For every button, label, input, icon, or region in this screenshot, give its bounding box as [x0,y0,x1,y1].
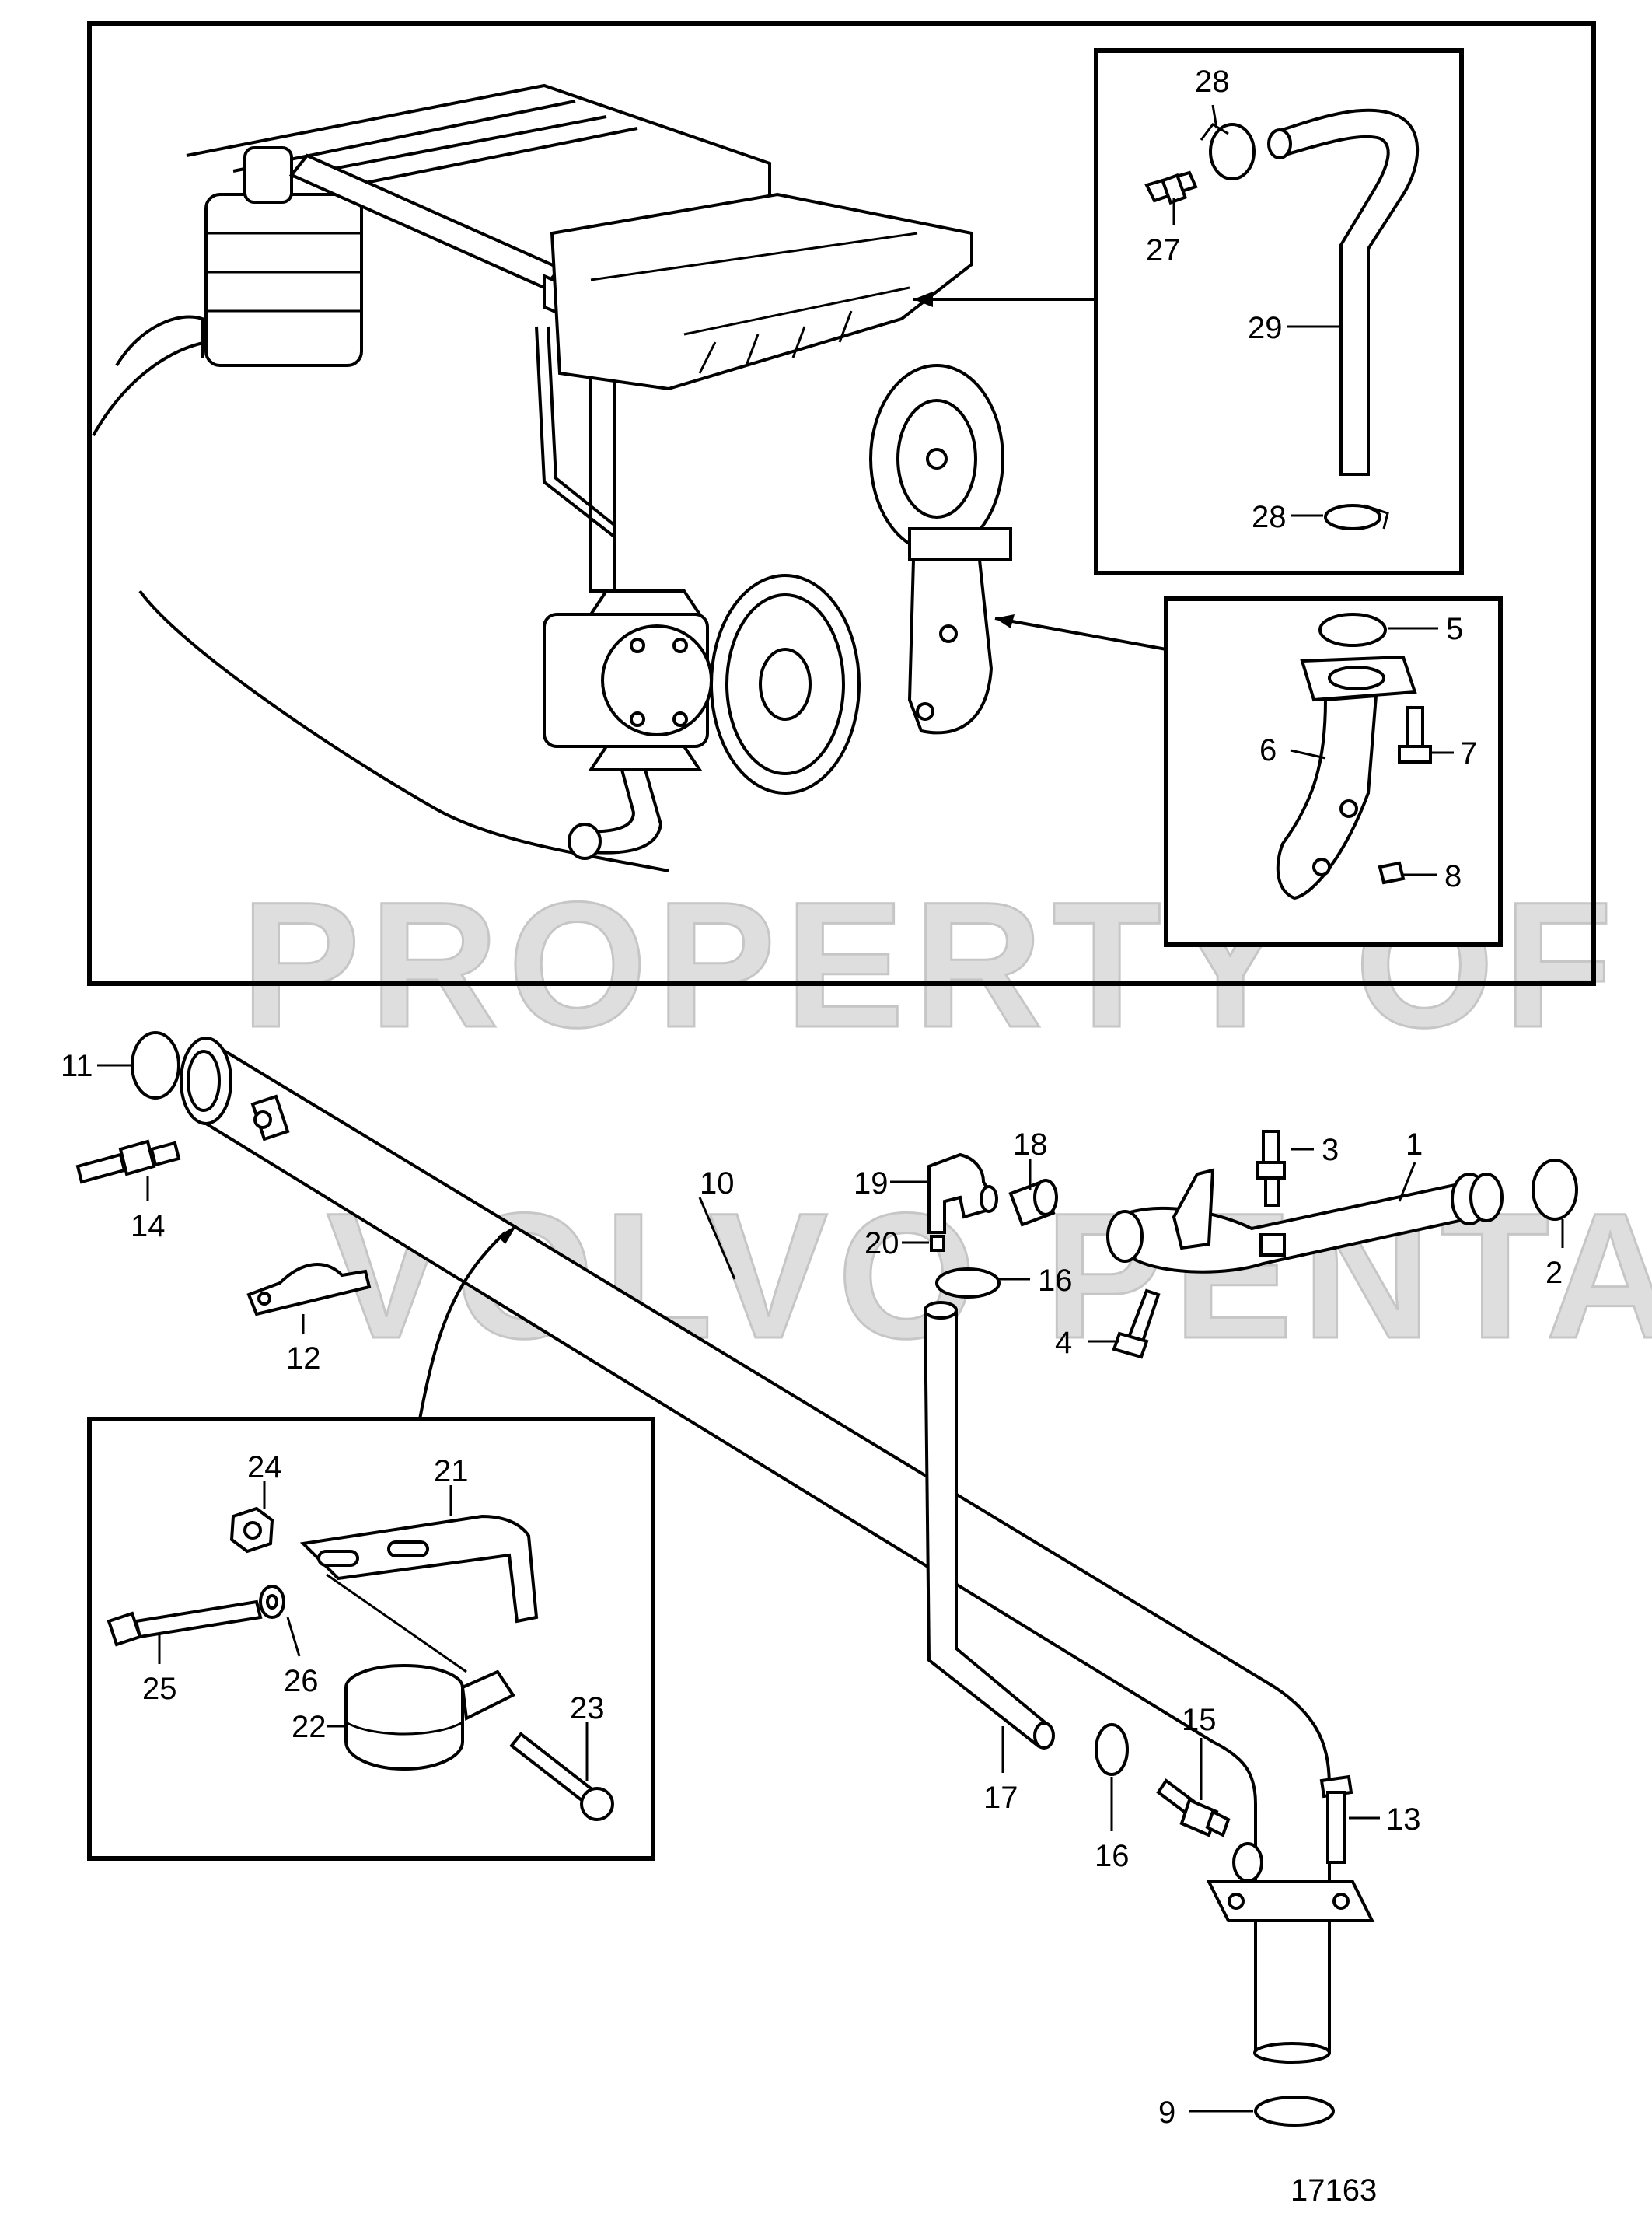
part-11-oring [131,1031,180,1100]
callout-24: 24 [247,1450,282,1484]
part-13-bolt [1319,1774,1353,1864]
part-1-pipe [1106,1168,1504,1274]
inset-clamp-frame [87,1417,655,1861]
callout-19: 19 [854,1166,889,1201]
callout-13: 13 [1386,1802,1421,1837]
engine-illustration [92,83,1012,872]
callout-2: 2 [1545,1256,1563,1290]
part-16-clamp-bottom [1095,1723,1129,1776]
exploded-parts: 11 10 9 14 12 [61,1031,1578,2130]
callout-27: 27 [1146,233,1181,267]
callout-9: 9 [1158,2096,1175,2130]
callout-8: 8 [1444,859,1462,893]
part-19-elbow [927,1152,998,1234]
figure-number: 17163 [1291,2173,1377,2208]
callout-1: 1 [1406,1127,1423,1162]
part-9-oring [1254,2096,1335,2127]
callout-6: 6 [1259,733,1277,767]
callout-4: 4 [1055,1326,1072,1360]
callout-18: 18 [1013,1127,1048,1162]
callout-15: 15 [1182,1703,1217,1737]
part-14-sensor [75,1139,181,1184]
callout-11: 11 [61,1049,93,1083]
callout-26: 26 [284,1664,319,1698]
callout-28-top: 28 [1195,65,1230,99]
callout-12: 12 [286,1341,321,1376]
inset-clamp-detail: 24 21 26 25 22 23 [87,1417,655,1861]
callout-29: 29 [1248,311,1283,345]
callout-23: 23 [570,1691,605,1725]
callout-16-top: 16 [1038,1264,1073,1298]
callout-17: 17 [983,1781,1018,1815]
engine-overview-panel: 28 27 29 28 5 6 7 [87,21,1596,986]
callout-20: 20 [864,1226,899,1260]
inset-elbow-detail: 5 6 7 8 [1164,596,1503,947]
callout-10: 10 [700,1166,735,1201]
part-2-oring [1532,1159,1578,1221]
part-12-clip [246,1263,372,1316]
part-3-nipple [1256,1130,1286,1207]
callout-7: 7 [1460,736,1477,771]
callout-28-bottom: 28 [1252,500,1287,534]
callout-25: 25 [142,1672,177,1706]
callout-3: 3 [1322,1133,1339,1167]
callout-21: 21 [434,1454,469,1488]
inset-hose-detail: 28 27 29 28 [1094,48,1464,575]
engine-panel-frame [87,21,1596,986]
callout-16-bottom: 16 [1095,1839,1130,1873]
part-20-washer [930,1235,945,1252]
part-4-bolt [1112,1288,1161,1359]
arrow-clamp-location [418,1231,507,1420]
part-18-adapter [1008,1179,1058,1227]
callout-5: 5 [1446,612,1463,646]
callout-22: 22 [292,1710,327,1744]
part-16-clamp-top [935,1267,1001,1299]
part-15-nipple [1156,1778,1231,1837]
callout-14: 14 [131,1209,166,1243]
arrow-elbow-location [994,617,1167,651]
